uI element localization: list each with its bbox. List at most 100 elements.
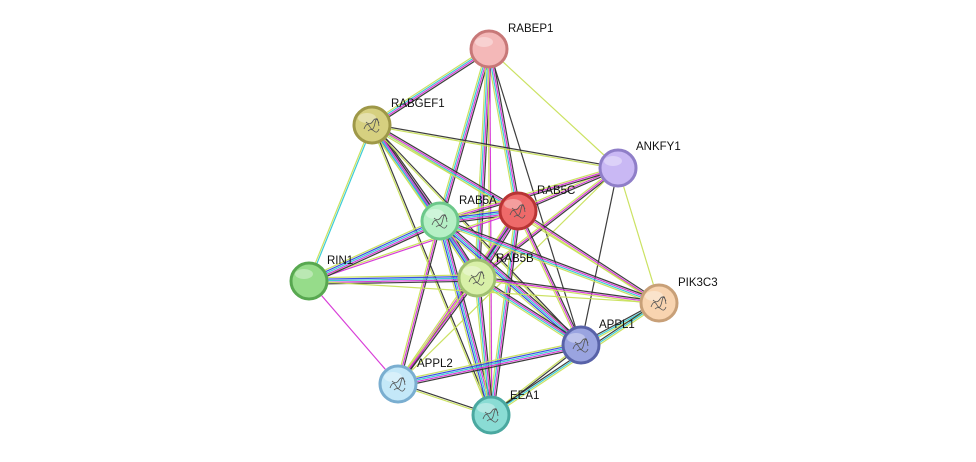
- edge-evidence-line-blue: [397, 342, 581, 384]
- edge-rab5b-rin1[interactable]: [308, 274, 478, 285]
- edge-evidence-line-black: [398, 221, 443, 385]
- node-rab5c[interactable]: RAB5C: [498, 185, 576, 231]
- node-label: APPL2: [417, 358, 453, 370]
- edge-evidence-line-yellow-green: [437, 222, 580, 348]
- node-ankfy1[interactable]: ANKFY1: [598, 141, 681, 188]
- edge-evidence-line-magenta: [372, 49, 490, 127]
- edge-rabgef1-ankfy1[interactable]: [371, 123, 619, 170]
- node-appl2[interactable]: APPL2: [378, 358, 453, 404]
- edge-evidence-line-yellow-green: [487, 49, 491, 416]
- node-rabep1[interactable]: RABEP1: [469, 23, 554, 69]
- node-sheen: [504, 199, 522, 209]
- node-label: RAB5B: [496, 253, 534, 265]
- edge-evidence-line-black: [398, 347, 582, 388]
- edge-evidence-line-magenta: [440, 219, 660, 303]
- node-eea1[interactable]: EEA1: [471, 390, 540, 435]
- edge-rab5b-appl2[interactable]: [396, 276, 479, 386]
- edge-ankfy1-rab5b[interactable]: [475, 166, 620, 280]
- edge-evidence-line-cyan: [475, 278, 491, 416]
- node-circle: [378, 364, 418, 404]
- node-circle: [498, 191, 538, 231]
- protein-structure-icon: [431, 214, 448, 229]
- node-pik3c3[interactable]: PIK3C3: [639, 277, 718, 323]
- edge-rab5a-appl2[interactable]: [395, 220, 443, 385]
- edge-evidence-line-magenta: [398, 345, 582, 387]
- node-sheen: [645, 291, 663, 301]
- node-label: EEA1: [510, 390, 539, 402]
- node-sheen: [477, 403, 495, 413]
- node-circle: [471, 395, 511, 435]
- edge-rab5a-rin1[interactable]: [307, 217, 442, 285]
- edge-evidence-line-black: [441, 49, 492, 222]
- edge-evidence-line-magenta: [489, 48, 493, 415]
- edge-rab5b-pik3c3[interactable]: [476, 275, 660, 306]
- node-circle: [561, 325, 601, 365]
- edge-ankfy1-pik3c3[interactable]: [617, 167, 660, 304]
- protein-structure-icon: [482, 408, 499, 423]
- edge-appl1-appl2[interactable]: [397, 341, 582, 388]
- edge-evidence-line-blue: [437, 221, 491, 416]
- edge-evidence-line-black: [518, 210, 583, 345]
- edge-evidence-line-cyan: [439, 221, 659, 305]
- edge-evidence-line-black: [398, 278, 479, 386]
- node-rab5b[interactable]: RAB5B: [457, 253, 535, 298]
- edge-evidence-line-black: [477, 168, 620, 280]
- edge-rin1-appl2[interactable]: [308, 280, 399, 385]
- edge-rab5b-appl1[interactable]: [475, 275, 583, 348]
- edge-rabep1-rabgef1[interactable]: [370, 46, 491, 128]
- edge-evidence-line-magenta: [477, 277, 493, 415]
- edge-evidence-line-yellow-green: [397, 341, 581, 382]
- edge-rab5a-pik3c3[interactable]: [438, 218, 661, 306]
- edge-evidence-line-cyan: [476, 278, 581, 347]
- edge-evidence-line-black: [310, 223, 442, 285]
- edge-evidence-line-magenta: [439, 167, 619, 222]
- edge-evidence-line-magenta: [517, 210, 582, 346]
- edge-evidence-line-yellow-green: [308, 274, 477, 279]
- edge-evidence-line-black: [478, 49, 492, 279]
- edge-evidence-line-cyan: [439, 220, 492, 416]
- edge-rabep1-ankfy1[interactable]: [488, 48, 619, 169]
- node-appl1[interactable]: APPL1: [561, 319, 635, 365]
- edge-evidence-line-yellow-green: [396, 276, 477, 384]
- edge-evidence-line-yellow-green: [516, 211, 659, 305]
- node-rabgef1[interactable]: RABGEF1: [352, 98, 445, 145]
- node-rin1[interactable]: RIN1: [289, 255, 354, 301]
- edge-rabgef1-rin1[interactable]: [307, 124, 374, 282]
- edge-rab5c-pik3c3[interactable]: [516, 209, 661, 305]
- edge-evidence-line-yellow-green: [475, 166, 618, 278]
- edge-evidence-line-black: [441, 218, 584, 344]
- node-circle: [420, 201, 460, 241]
- edge-evidence-line-yellow-green: [438, 222, 659, 306]
- edge-rabep1-rab5a[interactable]: [437, 48, 492, 222]
- edge-evidence-line-magenta: [517, 210, 660, 304]
- edge-evidence-line-magenta: [397, 277, 478, 385]
- node-circle: [469, 29, 509, 69]
- edge-rab5c-appl1[interactable]: [516, 210, 583, 346]
- edge-evidence-line-yellow-green: [474, 278, 490, 416]
- edge-evidence-line-black: [440, 218, 661, 302]
- edge-evidence-line-black: [372, 123, 619, 168]
- edge-evidence-line-cyan: [475, 48, 489, 278]
- node-rab5a[interactable]: RAB5A: [420, 195, 498, 241]
- edge-evidence-line-cyan: [308, 220, 441, 282]
- edge-evidence-line-black: [518, 209, 661, 303]
- edge-evidence-line-cyan: [308, 277, 478, 282]
- edge-evidence-line-yellow-green: [617, 167, 660, 304]
- edge-evidence-line-black: [490, 48, 521, 211]
- edge-evidence-line-magenta: [476, 277, 660, 304]
- edge-rabep1-appl1[interactable]: [488, 48, 582, 346]
- edge-evidence-line-yellow-green: [486, 49, 517, 212]
- edge-rab5b-eea1[interactable]: [474, 277, 494, 416]
- edge-evidence-line-yellow-green: [516, 211, 581, 346]
- node-sheen: [463, 266, 481, 276]
- edge-evidence-line-magenta: [476, 167, 619, 279]
- edge-rabep1-eea1[interactable]: [487, 48, 493, 416]
- edge-evidence-line-magenta: [440, 49, 491, 222]
- protein-structure-icon: [572, 338, 589, 353]
- edge-evidence-line-black: [488, 48, 582, 346]
- edge-ankfy1-appl1[interactable]: [580, 167, 619, 346]
- edge-rabep1-rab5c[interactable]: [486, 48, 521, 212]
- node-label: ANKFY1: [636, 141, 681, 153]
